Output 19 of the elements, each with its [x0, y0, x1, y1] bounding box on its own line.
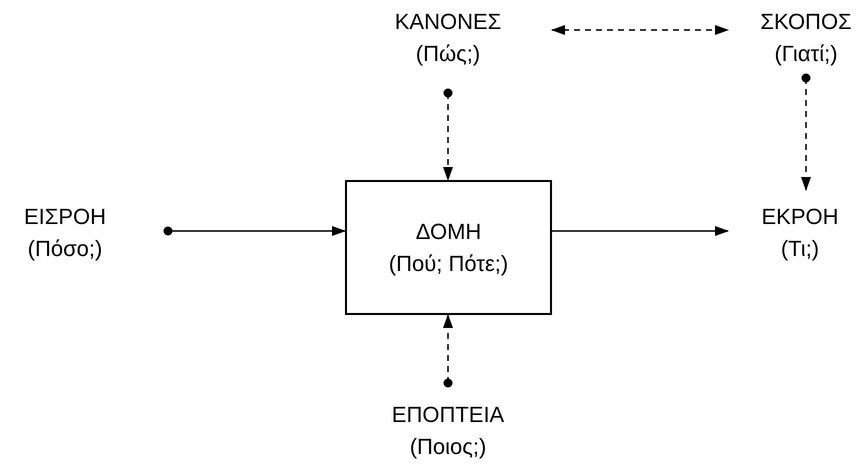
- process-box: [345, 180, 552, 315]
- node-question: (Πού; Πότε;): [388, 250, 508, 276]
- arrow: [443, 314, 453, 388]
- node-title: ΕΠΟΠΤΕΙΑ: [392, 402, 504, 428]
- arrow: [552, 226, 729, 236]
- node-question: (Πώς;): [416, 40, 480, 66]
- node-title: ΔΟΜΗ: [416, 218, 482, 244]
- node-title: ΕΙΣΡΟΗ: [24, 204, 106, 230]
- arrow: [801, 74, 811, 191]
- node-question: (Πόσο;): [28, 236, 102, 262]
- node-title: ΕΚΡΟΗ: [761, 204, 839, 230]
- node-question: (Γιατί;): [774, 40, 838, 66]
- node-question: (Τι;): [780, 236, 820, 262]
- node-title: ΚΑΝΟΝΕΣ: [394, 8, 502, 34]
- arrow: [551, 25, 729, 35]
- arrow: [164, 226, 346, 236]
- arrow: [443, 88, 453, 181]
- node-question: (Ποιος;): [410, 434, 486, 460]
- node-title: ΣΚΟΠΟΣ: [760, 8, 852, 34]
